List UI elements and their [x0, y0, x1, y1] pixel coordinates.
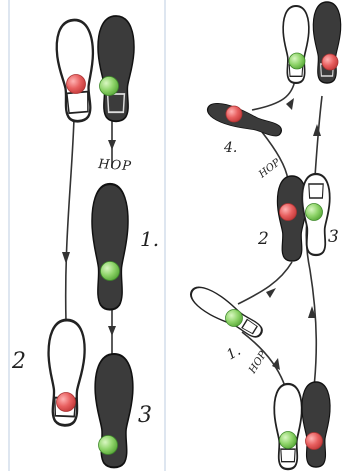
arrow-icon [108, 140, 116, 150]
shoe-light-1-right [185, 280, 268, 344]
shoe-dark-top-right [312, 1, 342, 84]
shoe-light-top-right [282, 4, 310, 84]
red-marker [66, 74, 86, 94]
right-path-shoe1-to-mid [237, 261, 293, 305]
green-marker [279, 431, 297, 449]
hop-label-right-upper: HOP [256, 157, 282, 181]
hop-label-right-lower: HOP [247, 349, 270, 376]
right-panel: 4. HOP 2 3 1. HOP [185, 1, 342, 471]
green-marker [225, 309, 243, 327]
arrow-icon [313, 124, 321, 136]
left-panel: HOP 1. 2 3 [11, 15, 159, 469]
shoe-light-bottom-right [273, 382, 303, 471]
red-marker [305, 432, 323, 450]
shoe-light-top-left [53, 17, 99, 124]
green-marker [98, 435, 118, 455]
red-marker [279, 203, 297, 221]
red-marker [225, 105, 243, 123]
step-1-label-right: 1. [224, 343, 244, 364]
arrow-icon [108, 326, 116, 336]
shoe-dark-top-left [97, 15, 135, 123]
green-marker [99, 76, 119, 96]
arrow-icon [266, 288, 276, 298]
shoe-dark-4-right [204, 98, 285, 142]
step-4-label-right: 4. [223, 140, 237, 156]
arrow-icon [272, 358, 280, 370]
shoe-light-middle-right [301, 172, 331, 257]
green-marker [288, 52, 306, 70]
arrow-icon [62, 252, 70, 264]
step-1-label-left: 1. [140, 227, 159, 251]
arrow-icon [286, 98, 294, 110]
step-3-label-left: 3 [138, 403, 152, 428]
arrow-icon [308, 306, 316, 318]
step-2-label-left: 2 [11, 349, 26, 374]
green-marker [305, 203, 323, 221]
hop-label-left: HOP [97, 157, 133, 174]
left-path-light [64, 117, 75, 323]
shoe-dark-middle-left [90, 182, 130, 311]
step-2-label-right: 2 [257, 229, 269, 249]
red-marker [321, 53, 339, 71]
step-3-label-right: 3 [328, 227, 339, 247]
red-marker [56, 392, 76, 412]
shoe-dark-bottom-right [301, 381, 331, 468]
green-marker [100, 261, 120, 281]
